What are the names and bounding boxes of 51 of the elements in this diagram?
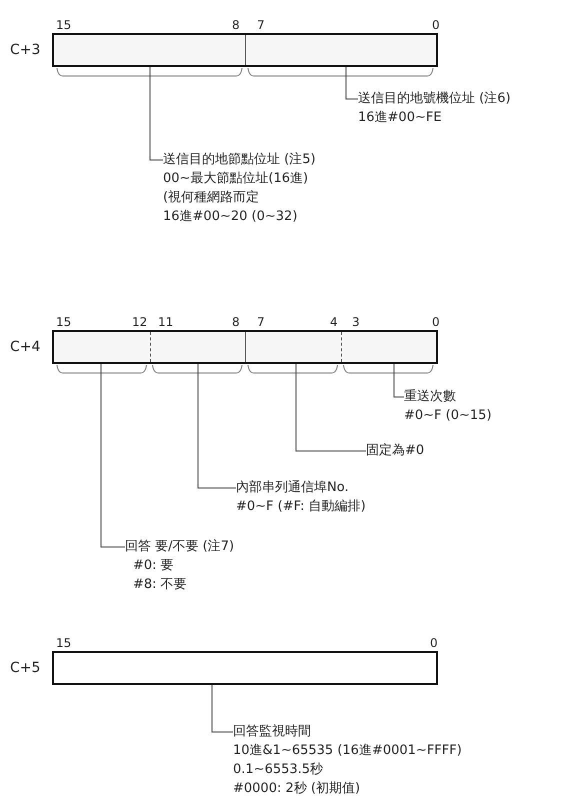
bit-number: 4 — [330, 315, 338, 329]
field-description: #0000: 2秒 (初期值) — [233, 780, 360, 798]
register-box — [52, 651, 438, 685]
field-description: #8: 不要 — [133, 576, 187, 594]
field-description: (視何種網路而定 — [163, 189, 260, 207]
bit-number: 7 — [257, 18, 265, 32]
bit-number: 8 — [232, 315, 240, 329]
register-box — [52, 330, 438, 364]
leader-line — [212, 684, 234, 732]
bit-number: 8 — [232, 18, 240, 32]
field-description: 16進#00~FE — [358, 109, 442, 127]
field-description: #0: 要 — [133, 557, 174, 575]
bit-number: 7 — [257, 315, 265, 329]
field-title: 重送次數 — [404, 388, 456, 406]
register-label: C+4 — [10, 339, 40, 355]
leader-line — [150, 64, 164, 160]
leader-line — [100, 362, 126, 548]
register-box — [52, 33, 438, 67]
field-description: 00~最大節點位址(16進) — [163, 170, 308, 188]
bit-field — [245, 332, 340, 362]
bit-number: 0 — [432, 18, 440, 32]
field-title: 送信目的地節點位址 (注5) — [163, 151, 316, 169]
leader-line — [394, 362, 404, 398]
bit-field — [54, 35, 245, 65]
bit-field — [340, 332, 436, 362]
bit-number: 0 — [432, 315, 440, 329]
bit-number: 0 — [430, 636, 438, 650]
field-title: 回答監視時間 — [233, 723, 311, 741]
field-title: 送信目的地號機位址 (注6) — [358, 90, 511, 108]
leader-line — [346, 64, 358, 100]
leader-line — [198, 362, 236, 488]
field-description: #0~F (#F: 自動編排) — [236, 498, 366, 516]
bit-field — [150, 332, 245, 362]
field-description: 10進&1~65535 (16進#0001~FFFF) — [233, 742, 462, 760]
field-title: 內部串列通信埠No. — [236, 479, 349, 497]
register-label: C+3 — [10, 42, 40, 58]
field-title: 回答 要/不要 (注7) — [125, 538, 234, 556]
bit-number: 3 — [352, 315, 360, 329]
field-description: 0.1~6553.5秒 — [233, 761, 324, 779]
register-label: C+5 — [10, 660, 40, 676]
field-title: 固定為#0 — [366, 442, 424, 460]
bit-field — [245, 35, 436, 65]
field-description: 16進#00~20 (0~32) — [163, 208, 298, 226]
bit-number: 12 — [132, 315, 148, 329]
field-description: #0~F (0~15) — [404, 407, 492, 425]
bit-number: 15 — [56, 315, 72, 329]
bit-number: 11 — [158, 315, 174, 329]
bit-field — [54, 332, 150, 362]
bit-number: 15 — [56, 18, 72, 32]
bit-number: 15 — [56, 636, 72, 650]
leader-line — [296, 362, 366, 452]
